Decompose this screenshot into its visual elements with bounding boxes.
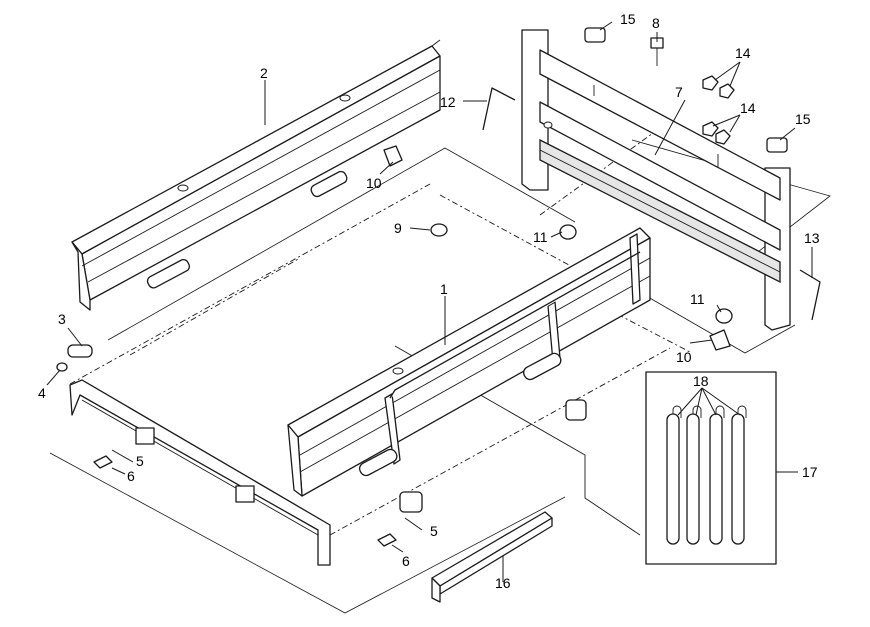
callout-10b: 10 [676,349,692,365]
side-panel-left [71,39,441,311]
callout-7: 7 [675,84,683,100]
handle-13 [799,269,821,321]
callout-12: 12 [440,94,456,110]
callout-5b: 5 [430,523,438,539]
end-panel-rear [521,29,791,331]
latch-5 [399,491,423,513]
latch-body [565,399,587,421]
callout-18: 18 [693,373,709,389]
handle-12 [482,87,516,131]
callout-6b: 6 [402,553,410,569]
callouts: 1 2 3 4 5 5 6 6 7 8 9 10 10 11 11 12 13 … [38,11,820,591]
callout-15b: 15 [795,111,811,127]
side-panel-front [287,227,651,497]
callout-14a: 14 [735,45,751,61]
nut-9 [430,223,448,237]
callout-17: 17 [802,464,818,480]
nut-4 [56,362,68,372]
callout-11b: 11 [690,291,705,307]
nut-11a [559,224,577,240]
bolt-10a [383,145,403,167]
stake-pins [666,405,747,545]
floor-front-lip [69,379,331,566]
callout-8: 8 [652,15,660,31]
nut-11b [715,308,733,324]
bolt-10b [709,329,731,351]
wingnut-6b [377,533,397,547]
hardware-parts [56,27,821,547]
callout-14b: 14 [740,100,756,116]
callout-1: 1 [440,281,448,297]
callout-11a: 11 [533,229,548,245]
cap-15b [766,137,788,153]
callout-leaders [46,21,813,582]
callout-4: 4 [38,385,46,401]
callout-2: 2 [260,65,268,81]
callout-9: 9 [394,220,402,236]
callout-3: 3 [58,311,66,327]
callout-16: 16 [495,575,511,591]
cap-15a [584,27,606,43]
support-bar [431,511,553,603]
pin-3 [67,344,93,358]
callout-13: 13 [804,230,820,246]
wingnut-6a [93,455,113,469]
callout-10a: 10 [366,175,382,191]
stake-set-box [645,371,777,565]
hinge-barrel [146,170,348,289]
callout-15a: 15 [620,11,636,27]
callout-5a: 5 [136,453,144,469]
callout-6a: 6 [127,468,135,484]
